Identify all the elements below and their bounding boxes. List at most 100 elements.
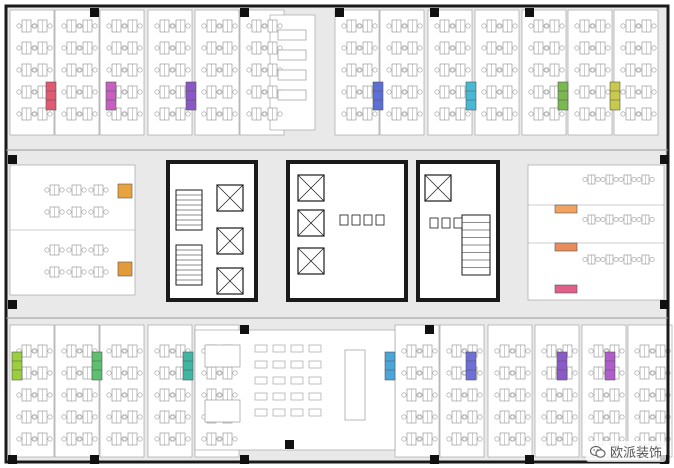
chair — [557, 392, 563, 398]
restroom-stall — [339, 214, 349, 226]
chair — [16, 67, 22, 73]
chair — [572, 436, 578, 442]
meeting-table — [204, 399, 241, 423]
structural-column — [335, 8, 344, 17]
chair — [649, 177, 655, 183]
chair — [604, 414, 610, 420]
office-room — [534, 324, 580, 458]
chair — [582, 256, 588, 262]
chair — [613, 256, 619, 262]
training-seat — [254, 392, 268, 401]
chair — [232, 45, 238, 51]
training-seat — [272, 344, 286, 353]
office-room — [427, 9, 473, 136]
chair — [103, 247, 109, 253]
chair — [44, 187, 50, 193]
chair — [636, 67, 642, 73]
chair — [246, 111, 252, 117]
chair — [477, 436, 483, 442]
structural-column — [660, 300, 669, 309]
chair — [477, 370, 483, 376]
locker-unit — [384, 351, 396, 381]
chair — [446, 436, 452, 442]
office-room — [99, 324, 145, 458]
chair — [61, 89, 67, 95]
chair — [588, 348, 594, 354]
chair — [137, 67, 143, 73]
chair — [44, 269, 50, 275]
office-room — [9, 324, 55, 458]
chair — [590, 67, 596, 73]
restroom-stall — [429, 217, 439, 229]
chair — [61, 392, 67, 398]
chair — [77, 392, 83, 398]
chair — [434, 111, 440, 117]
locker-unit — [91, 351, 103, 381]
chair — [201, 392, 207, 398]
chair — [417, 111, 423, 117]
chair — [185, 45, 191, 51]
chair — [170, 370, 176, 376]
chair — [170, 436, 176, 442]
chair — [16, 45, 22, 51]
chair — [620, 23, 626, 29]
chair — [154, 370, 160, 376]
chair — [122, 23, 128, 29]
chair — [528, 111, 534, 117]
chair — [417, 414, 423, 420]
chair — [44, 247, 50, 253]
chair — [66, 187, 72, 193]
office-room — [521, 9, 567, 136]
chair — [450, 111, 456, 117]
chair — [386, 23, 392, 29]
chair — [650, 348, 656, 354]
chair — [401, 392, 407, 398]
chair — [541, 370, 547, 376]
chair — [122, 89, 128, 95]
chair — [401, 348, 407, 354]
chair — [32, 414, 38, 420]
locker-unit — [465, 351, 477, 381]
chair — [32, 348, 38, 354]
chair — [574, 67, 580, 73]
chair — [386, 67, 392, 73]
locker-unit — [45, 81, 57, 111]
chair — [201, 370, 207, 376]
chair — [401, 370, 407, 376]
chair — [650, 414, 656, 420]
chair — [432, 370, 438, 376]
chair — [357, 23, 363, 29]
chair — [103, 269, 109, 275]
meeting-table — [204, 344, 241, 368]
chair — [605, 45, 611, 51]
chair — [544, 45, 550, 51]
chair — [81, 269, 87, 275]
chair — [77, 67, 83, 73]
office-room — [54, 324, 100, 458]
chair — [277, 23, 283, 29]
training-seat — [272, 392, 286, 401]
chair — [106, 348, 112, 354]
structural-column — [660, 155, 669, 164]
chair — [106, 370, 112, 376]
chair — [465, 45, 471, 51]
locker-unit — [556, 351, 568, 381]
chair — [497, 23, 503, 29]
chair — [434, 23, 440, 29]
chair — [103, 187, 109, 193]
chair — [77, 23, 83, 29]
chair — [106, 45, 112, 51]
chair — [402, 111, 408, 117]
chair — [600, 177, 606, 183]
structural-column — [90, 8, 99, 17]
training-seat — [290, 408, 304, 417]
training-seat — [290, 360, 304, 369]
chair — [201, 436, 207, 442]
chair — [525, 392, 531, 398]
chair — [262, 23, 268, 29]
chair — [510, 348, 516, 354]
chair — [618, 217, 624, 223]
chair — [450, 23, 456, 29]
chair — [481, 45, 487, 51]
chair — [372, 67, 378, 73]
